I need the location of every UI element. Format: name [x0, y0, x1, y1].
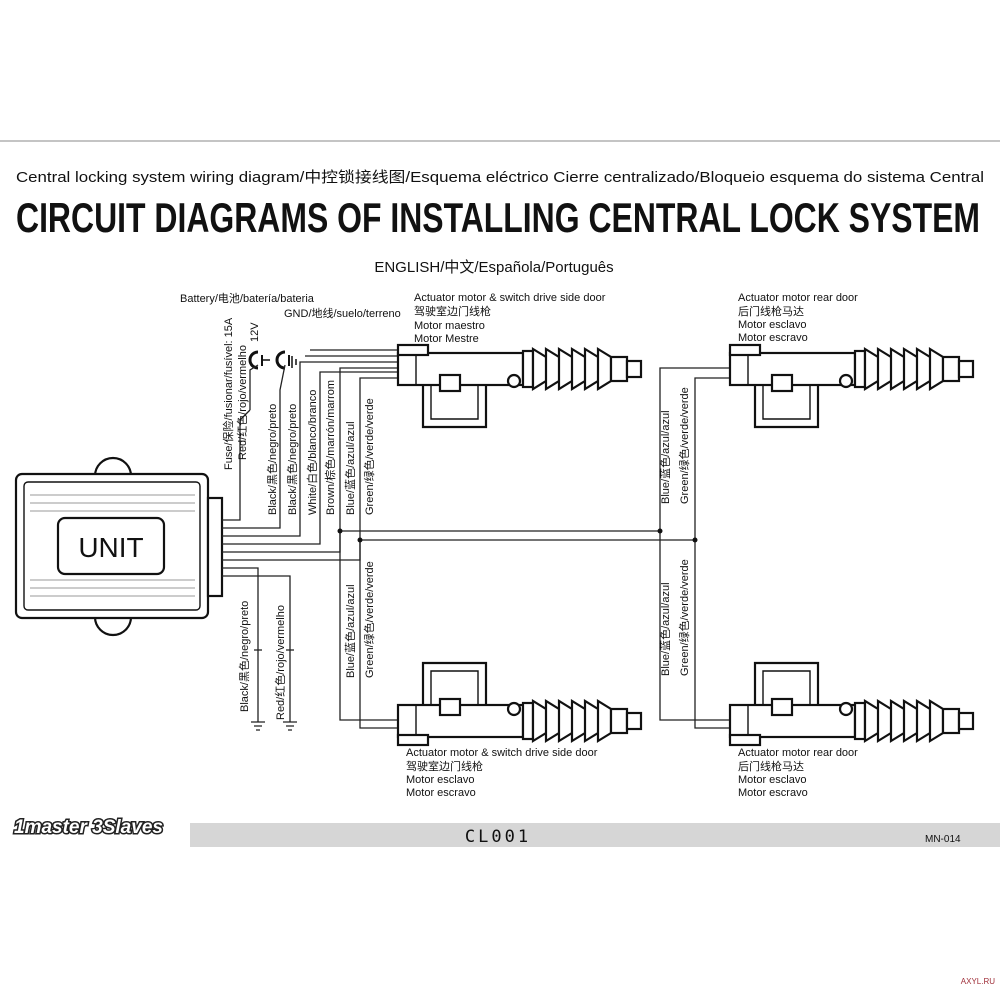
green-wire-label-right-top: Green/绿色/verde/verde [677, 387, 691, 504]
caption-bottom-left: Actuator motor & switch drive side door … [406, 747, 598, 799]
svg-text:驾驶室边门线枪: 驾驶室边门线枪 [414, 304, 491, 318]
black-switch-label: Black/黑色/negro/preto [237, 601, 251, 712]
code-label: MN-014 [925, 834, 961, 845]
svg-text:Motor esclavo: Motor esclavo [738, 774, 806, 786]
actuator-bottom-right [728, 661, 975, 747]
blue-wire-label-bottom: Blue/蓝色/azul/azul [343, 584, 357, 678]
svg-text:12V: 12V [249, 322, 261, 342]
ground-icon [275, 350, 297, 370]
blue-wire-label-top: Blue/蓝色/azul/azul [343, 421, 357, 515]
svg-text:Actuator motor & switch drive: Actuator motor & switch drive side door [414, 292, 606, 304]
battery-label: Battery/电池/batería/bateria [180, 292, 315, 305]
blue-wire-label-right-bottom: Blue/蓝色/azul/azul [658, 582, 672, 676]
actuator-top-left [396, 343, 643, 429]
model-label: CL001 [465, 827, 531, 847]
black-wire-label-1: Black/黑色/negro/preto [265, 404, 279, 515]
green-wire-label-top: Green/绿色/verde/verde [362, 398, 376, 515]
svg-text:Motor esclavo: Motor esclavo [738, 319, 806, 331]
green-wire-label-right-bottom: Green/绿色/verde/verde [677, 559, 691, 676]
caption-top-left: Actuator motor & switch drive side door … [414, 292, 606, 345]
blue-wire-label-right-top: Blue/蓝色/azul/azul [658, 410, 672, 504]
svg-text:Actuator motor & switch drive: Actuator motor & switch drive side door [406, 747, 598, 759]
green-wire-label-bottom: Green/绿色/verde/verde [362, 561, 376, 678]
diagram-subtitle: Central locking system wiring diagram/中控… [16, 169, 984, 186]
actuator-bottom-left [396, 661, 643, 747]
svg-text:Motor Mestre: Motor Mestre [414, 333, 479, 345]
watermark: AXYL.RU [961, 977, 995, 986]
red-switch-label: Red/红色/rojo/vermelho [273, 605, 287, 720]
caption-bottom-right: Actuator motor rear door 后门线枪马达 Motor es… [738, 747, 858, 799]
config-label: 1master 3Slaves [14, 817, 163, 838]
svg-text:Motor esclavo: Motor esclavo [406, 774, 474, 786]
white-wire-label: White/白色/blanco/branco [305, 390, 319, 515]
battery-icon: 12V [248, 322, 270, 370]
svg-text:驾驶室边门线枪: 驾驶室边门线枪 [406, 759, 483, 773]
red-wire-label: Red/红色/rojo/vermelho [235, 345, 249, 460]
diagram-title: CIRCUIT DIAGRAMS OF INSTALLING CENTRAL L… [16, 194, 980, 241]
wiring [222, 349, 730, 731]
svg-text:后门线枪马达: 后门线枪马达 [738, 304, 804, 318]
control-unit: UNIT [14, 456, 224, 637]
svg-text:后门线枪马达: 后门线枪马达 [738, 759, 804, 773]
svg-text:Motor escravo: Motor escravo [406, 787, 476, 799]
caption-top-right: Actuator motor rear door 后门线枪马达 Motor es… [738, 292, 858, 344]
black-wire-label-2: Black/黑色/negro/preto [285, 404, 299, 515]
svg-text:Motor escravo: Motor escravo [738, 787, 808, 799]
fuse-wire-label: Fuse/保险/fusionar/fusível: 15A [221, 317, 235, 470]
unit-label: UNIT [78, 532, 143, 563]
svg-text:Motor escravo: Motor escravo [738, 332, 808, 344]
brown-wire-label: Brown/棕色/marrón/marrom [323, 380, 337, 515]
svg-text:Actuator motor rear door: Actuator motor rear door [738, 292, 858, 304]
footer-bar [190, 823, 1000, 847]
languages-label: ENGLISH/中文/Española/Português [374, 259, 613, 276]
actuator-top-right [728, 343, 975, 429]
gnd-label: GND/地线/suelo/terreno [284, 306, 401, 320]
svg-text:Motor maestro: Motor maestro [414, 320, 485, 332]
svg-text:Actuator motor rear door: Actuator motor rear door [738, 747, 858, 759]
